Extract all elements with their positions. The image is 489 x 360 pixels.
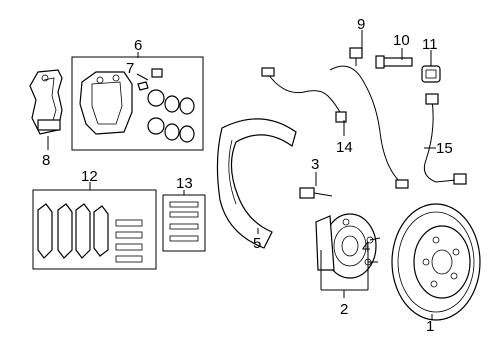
leader-lines <box>47 30 436 320</box>
callout-labels: 1 2 3 4 5 6 7 8 9 10 11 12 13 14 15 <box>42 16 453 335</box>
callout-6: 6 <box>134 37 142 54</box>
callout-15: 15 <box>436 140 453 157</box>
boot-part[interactable] <box>421 65 441 83</box>
callout-10: 10 <box>393 32 410 49</box>
callout-13: 13 <box>176 175 193 192</box>
callout-11: 11 <box>422 36 438 53</box>
splash-shield-part[interactable] <box>216 118 297 249</box>
brake-pads-box[interactable] <box>32 189 157 270</box>
pad-hardware-box[interactable] <box>162 194 206 252</box>
brake-rotor-part[interactable] <box>391 203 481 321</box>
callout-3: 3 <box>311 156 319 173</box>
callout-1: 1 <box>426 318 434 335</box>
hub-bolt-part[interactable] <box>299 187 333 199</box>
brake-wear-sensor-part[interactable] <box>423 93 467 185</box>
caliper-bracket-part[interactable] <box>29 69 63 135</box>
callout-5: 5 <box>253 235 261 252</box>
callout-2: 2 <box>340 301 348 318</box>
bolt-part[interactable] <box>349 47 363 66</box>
callout-4: 4 <box>362 239 370 256</box>
callout-7: 7 <box>126 60 134 77</box>
caliper-kit-box[interactable] <box>71 56 204 151</box>
callout-12: 12 <box>81 168 98 185</box>
guide-pin-part[interactable] <box>375 55 413 69</box>
hub-bearing-part[interactable] <box>315 213 381 279</box>
callout-14: 14 <box>336 139 353 156</box>
wheel-speed-sensor-harness-part[interactable] <box>261 65 409 189</box>
callout-8: 8 <box>42 152 50 169</box>
callout-9: 9 <box>357 16 365 33</box>
